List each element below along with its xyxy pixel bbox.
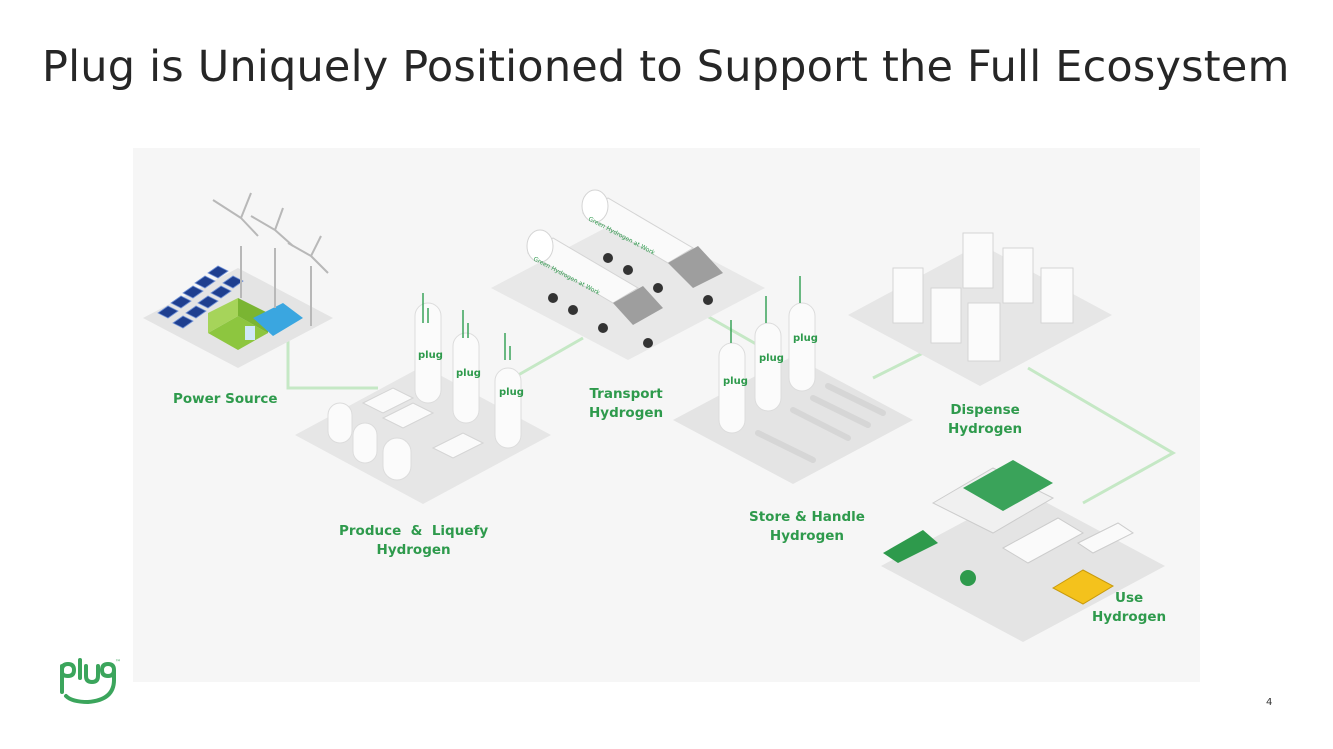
plug-logo-icon: ™ [60,658,121,704]
plug-logo: ™ [58,656,122,716]
label-produce-liquefy: Produce & Liquefy Hydrogen [339,522,488,560]
electrolyzer-containers-icon [361,387,485,459]
plug-mark-produce-2: plug [456,368,481,379]
connector-power-produce [286,328,378,390]
solar-panels-icon [157,265,244,329]
plug-mark-produce-1: plug [418,350,443,361]
vehicles-icon [883,517,1134,605]
label-dispense-line2: Hydrogen [948,421,1023,437]
store-plug-marks: plug plug plug [723,333,818,387]
dispensers-icon [892,232,1074,362]
use-platform [881,490,1165,642]
tanker-truck-1-icon: Green Hydrogen at Work [526,229,663,348]
power-source-group [143,192,333,368]
logo-trademark: ™ [115,659,121,666]
plug-mark-store-3: plug [793,333,818,344]
stack-vents-icon [422,293,511,360]
ecosystem-illustration: plug plug plug Green Hydrogen at Work [143,189,1177,642]
dispense-group [848,232,1112,386]
use-group [881,460,1165,642]
label-store-line1: Store & Handle [749,509,865,525]
transport-group: Green Hydrogen at Work Green Hydrogen at… [491,189,765,360]
label-power-source: Power Source [173,391,278,407]
store-vents-icon [730,276,801,343]
label-dispense: Dispense Hydrogen [948,401,1022,439]
plug-mark-produce-3: plug [499,387,524,398]
hydro-building-icon [208,298,303,350]
label-transport-line1: Transport [589,386,663,402]
label-use-line2: Hydrogen [1092,609,1167,625]
connector-store-dispense [872,351,924,380]
drone-icon [960,570,976,586]
storage-tanks-icon [718,302,816,434]
plug-mark-store-2: plug [759,353,784,364]
produce-platform [295,366,551,504]
wind-turbines-icon [212,192,329,326]
connector-dispense-use [1027,366,1177,505]
store-handle-group: plug plug plug [673,276,913,484]
plug-marks: plug plug plug [418,350,524,398]
plug-mark-store-1: plug [723,376,748,387]
label-store-line2: Hydrogen [769,528,845,544]
hydrogen-tanks-icon [327,302,522,481]
label-transport: Transport Hydrogen [589,385,663,423]
label-dispense-line1: Dispense [950,402,1020,418]
produce-liquefy-group: plug plug plug [295,293,551,504]
connector-produce-transport [512,336,584,380]
page-number: 4 [1266,697,1273,708]
label-produce-line1: Produce & Liquefy [339,523,489,539]
slide-title: Plug is Uniquely Positioned to Support t… [42,42,1290,92]
hydrogen-ecosystem-diagram: plug plug plug Green Hydrogen at Work [133,148,1200,682]
tube-trailers-icon [755,383,886,463]
label-transport-line2: Hydrogen [589,405,664,421]
label-use-line1: Use [1114,590,1144,606]
label-use: Use Hydrogen [1092,589,1166,627]
label-store-handle: Store & Handle Hydrogen [749,508,865,546]
fuel-cell-building-icon [931,460,1055,534]
label-produce-line2: Hydrogen [376,542,451,558]
